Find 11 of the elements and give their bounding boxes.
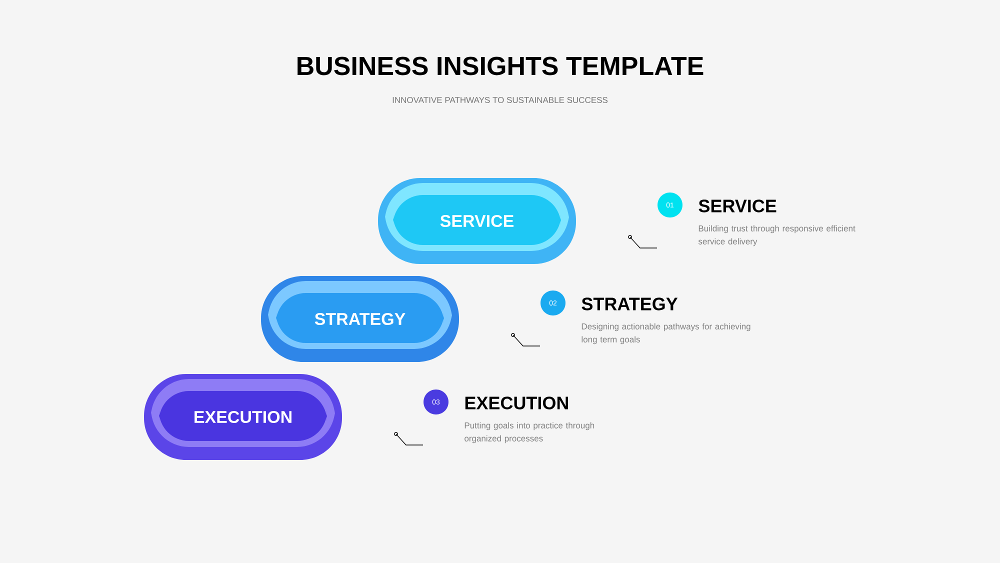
description: Building trust through responsive efficient service delivery [698, 225, 856, 246]
pill-button: STRATEGY [261, 276, 459, 362]
description: Putting goals into practice through organized processes [464, 422, 594, 444]
heading: STRATEGY [582, 298, 678, 310]
pill-button: SERVICE [378, 178, 576, 264]
subtitle: INNOVATIVE PATHWAYS TO SUSTAINABLE SUCCESS [392, 97, 608, 103]
heading: SERVICE [698, 200, 776, 212]
heading: EXECUTION [465, 396, 568, 410]
title: BUSINESS INSIGHTS TEMPLATE [298, 56, 704, 76]
description: Designing actionable pathways for achieving long term goals [582, 323, 750, 344]
pill-button: EXECUTION [144, 374, 342, 460]
